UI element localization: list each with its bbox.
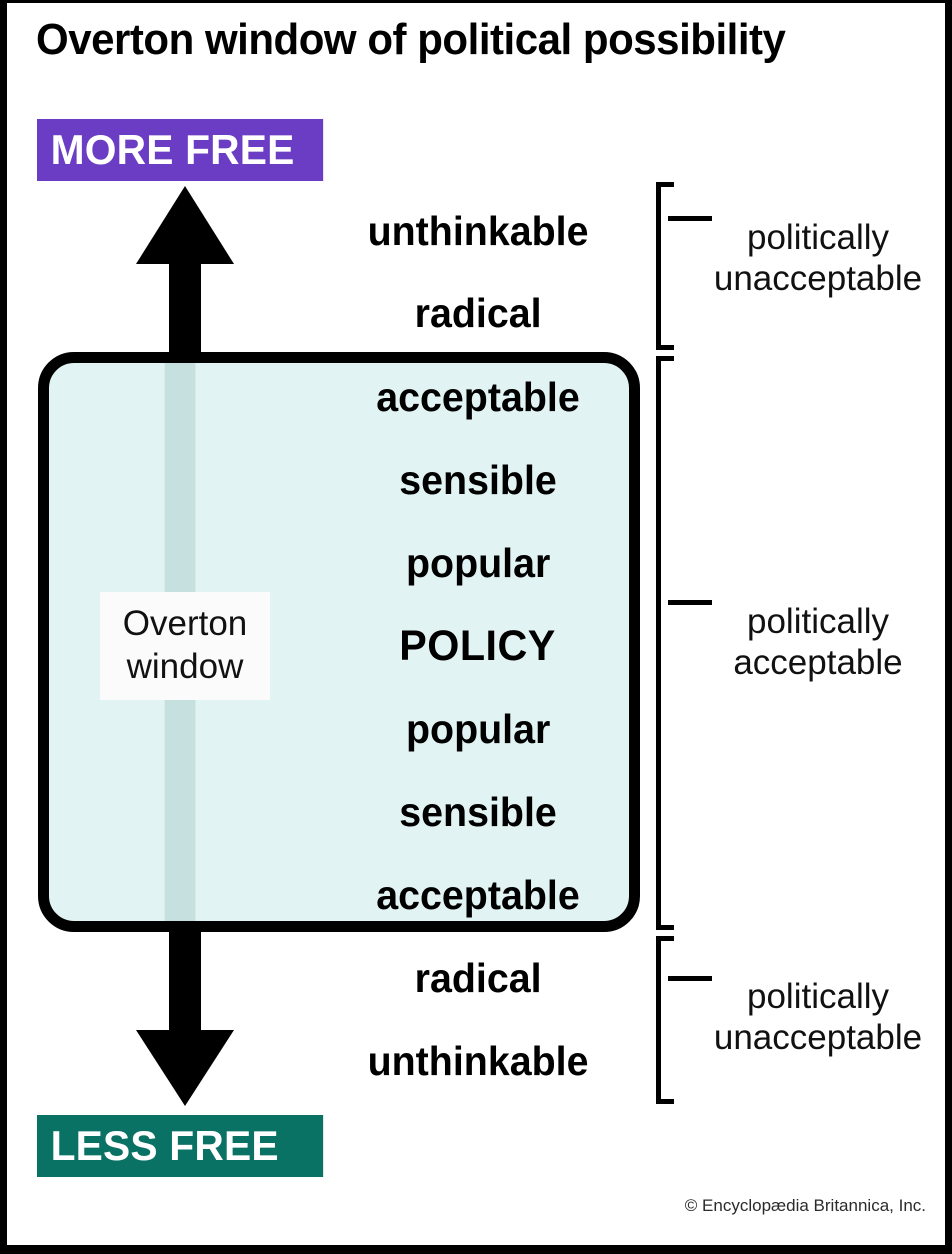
bracket-label-line2: acceptable [733,643,903,683]
bracket-label-acceptable: politically acceptable [690,601,945,684]
spectrum-label: acceptable [376,872,580,918]
spectrum-row-popular-lower: popular [216,706,740,753]
spectrum-label: popular [405,540,551,586]
bracket-unacceptable-top [656,182,674,350]
bracket-tick-unacceptable-bottom [668,976,712,981]
spectrum-label: popular [405,706,551,752]
overton-window-callout-line1: Overton [122,604,248,644]
page-title: Overton window of political possibility [36,15,786,64]
spectrum-row-popular-upper: popular [216,540,740,587]
bracket-acceptable [656,356,674,930]
spectrum-label: radical [414,290,542,336]
spectrum-label: sensible [399,789,557,835]
badge-more-free-label: MORE FREE [50,126,295,173]
spectrum-label: unthinkable [367,1038,589,1084]
overton-window-callout: Overton window [100,592,270,700]
badge-less-free: LESS FREE [37,1115,324,1177]
spectrum-label: unthinkable [367,208,589,254]
bracket-label-line2: unacceptable [713,1018,923,1058]
bracket-unacceptable-bottom [656,936,674,1104]
overton-window-callout-line2: window [126,647,244,686]
spectrum-row-unthinkable-top: unthinkable [216,208,740,255]
bracket-label-line2: unacceptable [713,259,923,299]
spectrum-row-acceptable-upper: acceptable [216,374,740,421]
spectrum-row-sensible-upper: sensible [216,457,740,504]
bracket-label-line1: politically [747,218,889,257]
badge-more-free: MORE FREE [37,119,324,181]
bracket-tick-unacceptable-top [668,216,712,221]
spectrum-label: acceptable [376,374,580,420]
spectrum-row-acceptable-lower: acceptable [216,872,740,919]
bracket-label-unacceptable-top: politically unacceptable [690,217,945,300]
spectrum-row-unthinkable-bottom: unthinkable [216,1038,740,1085]
spectrum-row-radical-bottom: radical [216,955,740,1002]
bracket-tick-acceptable [668,600,712,605]
spectrum-label: sensible [399,457,557,503]
bracket-label-line1: politically [747,602,889,641]
badge-less-free-label: LESS FREE [50,1122,279,1169]
spectrum-row-sensible-lower: sensible [216,789,740,836]
spectrum-label: radical [414,955,542,1001]
copyright-notice: © Encyclopædia Britannica, Inc. [684,1196,926,1215]
bracket-label-unacceptable-bottom: politically unacceptable [690,976,945,1059]
bracket-label-line1: politically [747,977,889,1016]
spectrum-label: POLICY [399,622,557,670]
spectrum-row-policy: POLICY [216,622,740,671]
spectrum-row-radical-top: radical [216,290,740,337]
